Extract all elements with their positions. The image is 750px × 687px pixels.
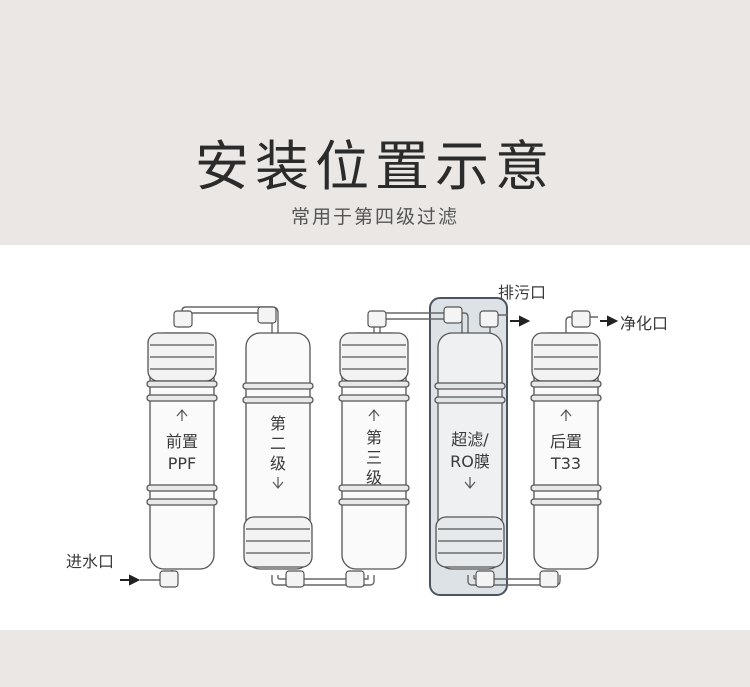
- filter-3: [338, 332, 410, 570]
- filter-1: [146, 332, 218, 570]
- tube-2-3: [271, 575, 375, 586]
- tube-1-2: [181, 306, 279, 333]
- drain-label: 排污口: [498, 283, 546, 302]
- drain-arrow-icon: [519, 315, 531, 327]
- installation-diagram: 前置 PPF 第 二 级 第 三 级 超滤/ RO膜 后置 T33 进水口 排污…: [66, 283, 668, 596]
- filter-5: [530, 332, 602, 570]
- filter-4: [434, 332, 506, 570]
- page-subtitle: 常用于第四级过滤: [290, 206, 459, 228]
- inlet-arrow-icon: [129, 574, 141, 586]
- header-band: [0, 0, 750, 245]
- filter-5-line2: T33: [550, 454, 581, 473]
- tube-2-3-b: [277, 575, 369, 580]
- filter-3-line1: 第: [366, 428, 382, 447]
- fittings: [159, 306, 591, 588]
- outlet-arrow-icon: [607, 315, 619, 327]
- filter-2: [242, 332, 314, 570]
- outlet-label: 净化口: [620, 314, 668, 333]
- arrow-up-icon: [368, 409, 380, 421]
- filter-5-line1: 后置: [550, 432, 582, 451]
- arrow-up-icon: [176, 409, 188, 421]
- pointer-arrows: [120, 315, 619, 586]
- inlet-label: 进水口: [66, 552, 114, 571]
- filter-1-line2: PPF: [168, 454, 197, 473]
- filter-1-line1: 前置: [166, 432, 198, 451]
- arrow-down-icon: [272, 477, 284, 489]
- arrow-up-icon: [560, 409, 572, 421]
- tube-4-5: [467, 575, 561, 586]
- filter-3-line2: 三: [366, 448, 382, 467]
- filter-2-line3: 级: [270, 454, 286, 473]
- filter-4-line2: RO膜: [450, 452, 490, 471]
- footer-band: [0, 630, 750, 687]
- tube-outlet: [565, 316, 598, 333]
- page-title: 安装位置示意: [195, 135, 555, 198]
- filter-2-line1: 第: [270, 414, 286, 433]
- filter-4-line1: 超滤/: [451, 430, 489, 449]
- filter-2-line2: 二: [270, 434, 286, 453]
- flow-arrows: [176, 409, 572, 489]
- arrow-down-icon: [464, 477, 476, 489]
- filter-3-line3: 级: [366, 468, 382, 487]
